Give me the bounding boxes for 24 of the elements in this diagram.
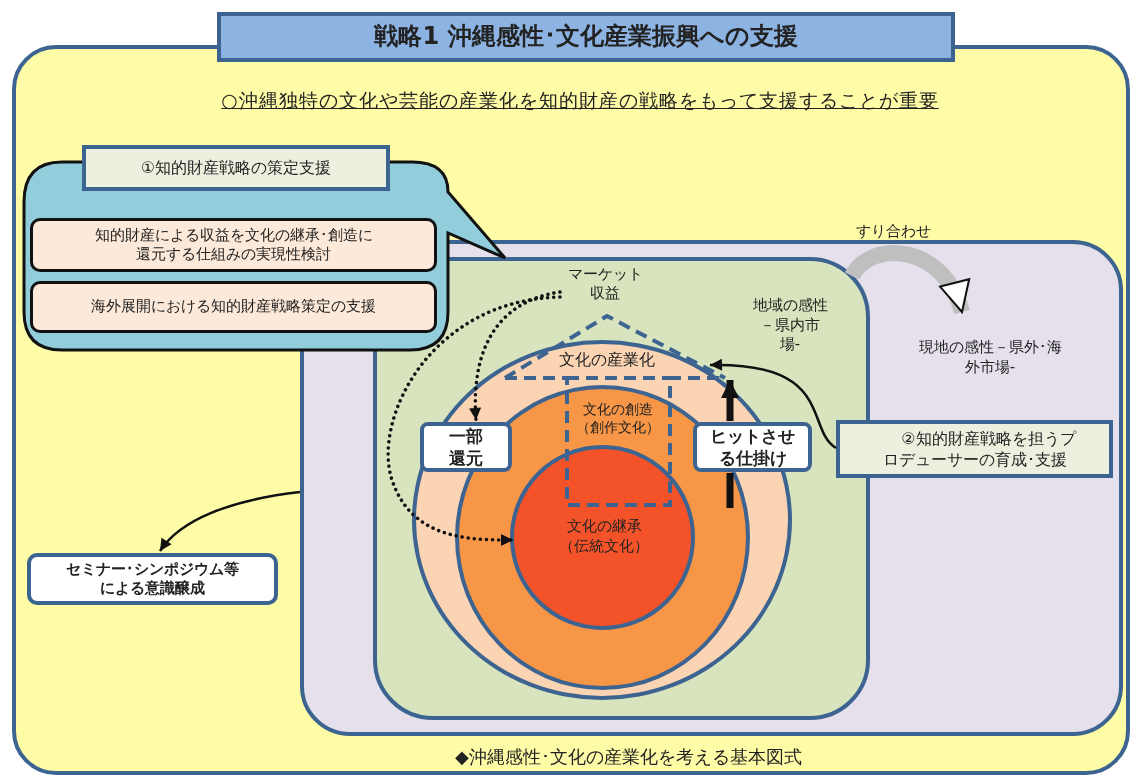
arrow xyxy=(386,295,562,546)
region-label: 地域の感性－県内市場- xyxy=(751,296,829,355)
region-panel xyxy=(300,240,1123,736)
heading-box: ①知的財産戦略の策定支援 xyxy=(82,145,390,191)
text-label: マーケット収益 xyxy=(560,262,650,306)
info-box: 知的財産による収益を文化の継承･創造に還元する仕組みの実現性検討 xyxy=(30,218,437,272)
region-panel xyxy=(373,257,870,720)
arrow xyxy=(469,290,562,422)
arrow xyxy=(721,380,739,421)
circle-label: 文化の創造（創作文化） xyxy=(575,400,661,437)
region-label: 現地の感性－県外･海外市場- xyxy=(917,338,1063,377)
label-box: ヒットさせる仕掛け xyxy=(693,422,812,472)
label-box: 一部還元 xyxy=(420,422,512,472)
title-banner: 戦略1 沖縄感性･文化産業振興への支援 xyxy=(217,12,955,62)
circle-label: 文化の継承（伝統文化） xyxy=(558,517,650,556)
arrow xyxy=(159,490,301,552)
circle-label: 文化の産業化 xyxy=(558,350,656,371)
arrow xyxy=(709,359,837,449)
info-box: ②知的財産戦略を担うプロデューサーの育成･支援 xyxy=(836,420,1113,478)
info-box: 海外展開における知的財産戦略策定の支援 xyxy=(30,281,437,333)
caption-text: ◆沖縄感性･文化の産業化を考える基本図式 xyxy=(455,745,802,769)
edge-label: すり合わせ xyxy=(854,222,932,241)
subheading-text: ○沖縄独特の文化や芸能の産業化を知的財産の戦略をもって支援することが重要 xyxy=(220,88,940,113)
info-box: セミナー･シンポジウム等による意識醸成 xyxy=(27,553,278,605)
